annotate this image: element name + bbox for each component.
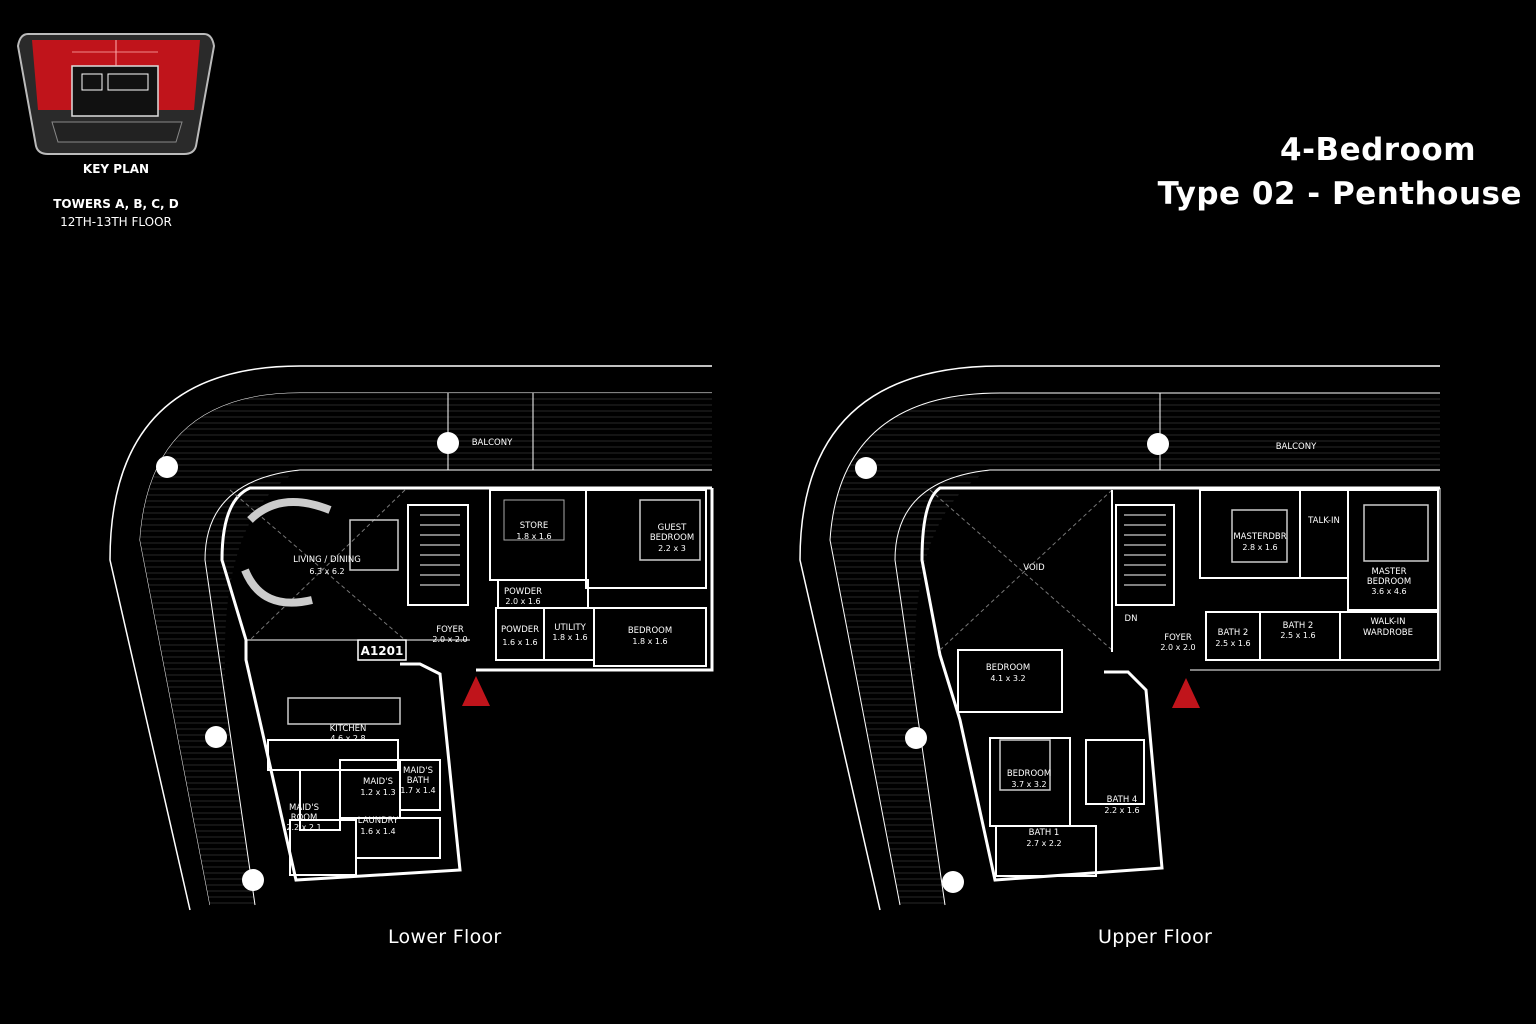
key-plan-diagram — [16, 33, 216, 155]
lower-powder2-label: POWDER — [501, 625, 539, 635]
upper-masterdbr-dims: 2.8 x 1.6 — [1242, 543, 1277, 552]
upper-masterdbr-label: MASTERDBR — [1233, 532, 1286, 542]
lower-kitchen-label: KITCHEN — [330, 724, 367, 734]
lower-bedroom-dims: 1.8 x 1.6 — [632, 637, 667, 646]
lower-laundry-label: LAUNDRY — [358, 816, 399, 826]
upper-bath4-dims: 2.2 x 1.6 — [1104, 806, 1139, 815]
lower-maids-room-dims: 2.2 x 2.1 — [286, 823, 321, 832]
upper-walkin-label: WALK-IN — [1370, 617, 1405, 627]
upper-bath1-dims: 2.7 x 2.2 — [1026, 839, 1061, 848]
upper-master-dims: 3.6 x 4.6 — [1371, 587, 1406, 596]
lower-balcony-label: BALCONY — [472, 438, 513, 448]
lower-kitchen-dims: 4.6 x 2.8 — [330, 734, 365, 743]
upper-void-label: VOID — [1023, 563, 1045, 573]
lower-bedroom-label: BEDROOM — [628, 626, 672, 636]
lower-floor-caption: Lower Floor — [388, 926, 502, 948]
lower-floor-plan — [109, 365, 714, 911]
lower-guest-label-2: BEDROOM — [650, 533, 694, 543]
upper-balcony-label: BALCONY — [1276, 442, 1317, 452]
lower-utility-dims: 1.8 x 1.6 — [552, 633, 587, 642]
upper-master-label-2: BEDROOM — [1367, 577, 1411, 587]
lower-foyer-label: FOYER — [436, 625, 464, 635]
lower-living-label: LIVING / DINING — [293, 555, 361, 565]
lower-foyer-dims: 2.0 x 2.0 — [432, 635, 467, 644]
upper-bath1-label: BATH 1 — [1029, 828, 1060, 838]
lower-powder-label: POWDER — [504, 587, 542, 597]
upper-bath3-label: BATH 2 — [1218, 628, 1249, 638]
upper-foyer-label: FOYER — [1164, 633, 1192, 643]
lower-powder-dims: 2.0 x 1.6 — [505, 597, 540, 606]
lower-maids-dims: 1.2 x 1.3 — [360, 788, 395, 797]
lower-maids-room-label-2: ROOM — [291, 813, 318, 823]
upper-talkin-label: TALK-IN — [1307, 516, 1340, 526]
lower-store-label: STORE — [520, 521, 549, 531]
lower-guest-label: GUEST — [658, 523, 688, 533]
upper-floor-plan — [799, 365, 1441, 911]
lower-maids-bath-label-2: BATH — [407, 776, 430, 786]
upper-walkin-label-2: WARDROBE — [1363, 628, 1413, 638]
lower-laundry-dims: 1.6 x 1.4 — [360, 827, 395, 836]
key-plan-title: KEY PLAN — [82, 162, 150, 176]
lower-maids-room-label: MAID'S — [289, 803, 319, 813]
lower-maids-bath-label: MAID'S — [403, 766, 433, 776]
lower-powder2-dims: 1.6 x 1.6 — [502, 638, 537, 647]
upper-bedroom3-label: BEDROOM — [986, 663, 1030, 673]
lower-guest-dims: 2.2 x 3 — [658, 544, 686, 553]
lower-maids-label: MAID'S — [363, 777, 393, 787]
upper-bedroom3-dims: 4.1 x 3.2 — [990, 674, 1025, 683]
unit-tag: A1201 — [361, 644, 404, 658]
key-plan-floor: 12TH-13TH FLOOR — [60, 215, 172, 229]
upper-foyer-dims: 2.0 x 2.0 — [1160, 643, 1195, 652]
upper-bedroom2-label: BEDROOM — [1007, 769, 1051, 779]
unit-type-title: 4-Bedroom — [1280, 132, 1476, 168]
upper-bath3-dims: 2.5 x 1.6 — [1215, 639, 1250, 648]
lower-maids-bath-dims: 1.7 x 1.4 — [400, 786, 435, 795]
key-plan-towers: TOWERS A, B, C, D — [53, 197, 179, 211]
upper-bedroom2-dims: 3.7 x 3.2 — [1011, 780, 1046, 789]
upper-bath4-label: BATH 4 — [1107, 795, 1138, 805]
upper-bath2-dims: 2.5 x 1.6 — [1280, 631, 1315, 640]
lower-store-dims: 1.8 x 1.6 — [516, 532, 551, 541]
upper-floor-caption: Upper Floor — [1098, 926, 1213, 948]
upper-bath2-label: BATH 2 — [1283, 621, 1314, 631]
lower-living-dims: 6.3 x 6.2 — [309, 567, 344, 576]
upper-stair-dn-label: DN — [1125, 614, 1138, 624]
upper-master-label: MASTER — [1371, 567, 1406, 577]
lower-utility-label: UTILITY — [554, 623, 586, 633]
unit-type-subtitle: Type 02 - Penthouse — [1157, 176, 1522, 212]
